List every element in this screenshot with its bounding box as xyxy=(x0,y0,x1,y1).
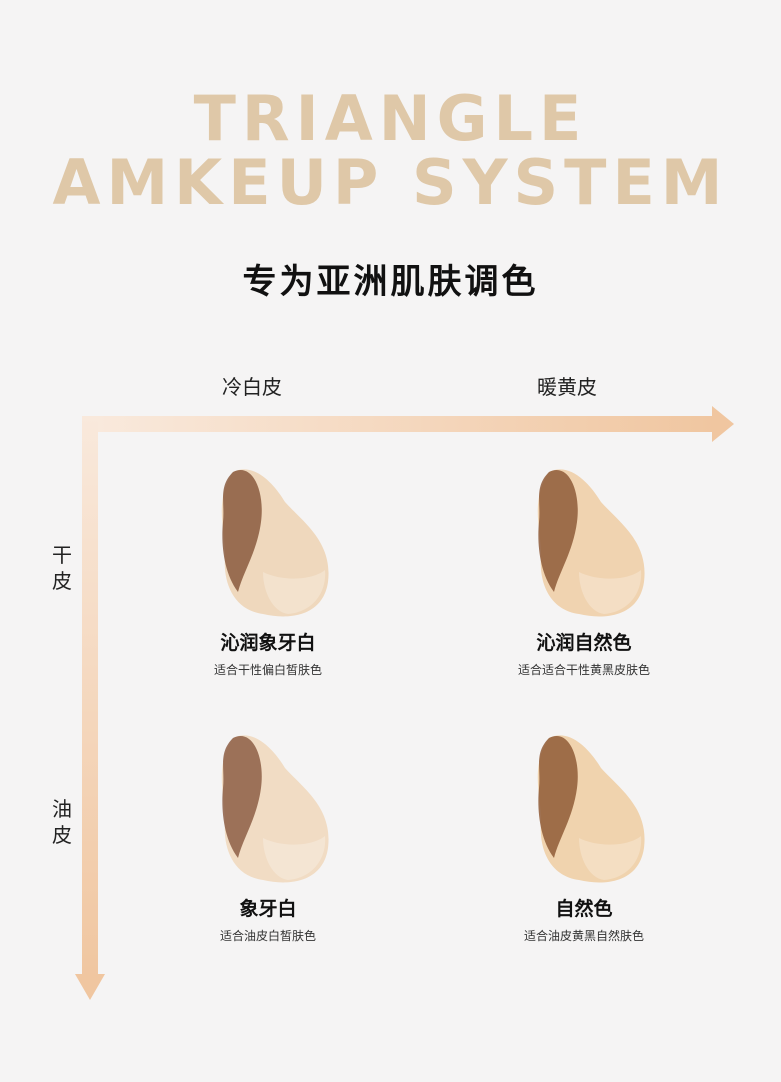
product-card[interactable]: 象牙白 适合油皮白皙肤色 xyxy=(143,728,393,944)
title-line-1: TRIANGLE xyxy=(193,82,588,155)
product-name: 沁润象牙白 xyxy=(220,632,316,654)
product-description: 适合干性偏白皙肤色 xyxy=(213,663,322,677)
foundation-swatch-image xyxy=(537,735,645,883)
product-card[interactable]: 自然色 适合油皮黄黑自然肤色 xyxy=(459,728,709,944)
subtitle: 专为亚洲肌肤调色 xyxy=(242,262,539,302)
vertical-axis-arrow xyxy=(75,416,105,1000)
foundation-swatch-image xyxy=(221,735,329,883)
axis-label-cool-white: 冷白皮 xyxy=(222,375,282,399)
horizontal-axis-arrow xyxy=(97,406,734,442)
product-name: 自然色 xyxy=(555,898,613,920)
axis-label-oily-text: 油 皮 xyxy=(52,797,72,847)
product-description: 适合油皮白皙肤色 xyxy=(219,929,316,943)
product-name: 象牙白 xyxy=(239,898,297,920)
axis-label-dry-skin: 干 皮 xyxy=(52,542,76,594)
product-description: 适合适合干性黄黑皮肤色 xyxy=(517,663,650,677)
title-line-2: AMKEUP SYSTEM xyxy=(52,146,729,219)
axis-label-dry-text: 干 皮 xyxy=(52,543,72,593)
foundation-swatch-image xyxy=(221,469,329,617)
product-card[interactable]: 沁润象牙白 适合干性偏白皙肤色 xyxy=(143,462,393,678)
axis-label-warm-yellow: 暖黄皮 xyxy=(537,375,597,399)
product-name: 沁润自然色 xyxy=(536,632,632,654)
product-card[interactable]: 沁润自然色 适合适合干性黄黑皮肤色 xyxy=(459,462,709,678)
axis-label-oily-skin: 油 皮 xyxy=(52,796,76,848)
product-description: 适合油皮黄黑自然肤色 xyxy=(523,929,644,943)
foundation-swatch-image xyxy=(537,469,645,617)
